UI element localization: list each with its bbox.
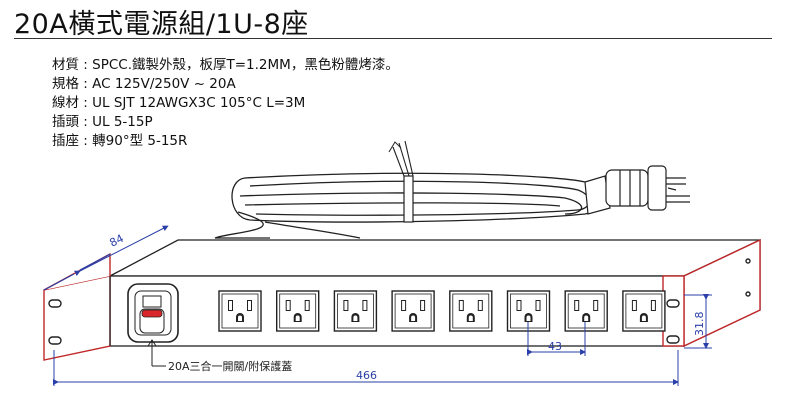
outlet-icon (391, 290, 435, 332)
spec-label: 線材 (52, 95, 79, 111)
spec-value: 轉90°型 5-15R (92, 133, 188, 149)
dim-height-label: 31.8 (693, 312, 706, 337)
dim-height (684, 294, 712, 349)
spec-label: 插座 (52, 133, 79, 149)
outlet-row (218, 290, 666, 332)
spec-row-rating: 規格 : AC 125V/250V ~ 20A (52, 75, 399, 94)
outlet-icon (276, 290, 320, 332)
spec-value: SPCC.鐵製外殼，板厚T=1.2MM，黑色粉體烤漆。 (92, 57, 399, 73)
outlet-icon (622, 290, 666, 332)
switch-callout-label: 20A三合一開關/附保護蓋 (168, 359, 292, 373)
spec-value: UL SJT 12AWGX3C 105°C L=3M (92, 95, 306, 111)
outlet-icon (564, 290, 608, 332)
spec-list: 材質 : SPCC.鐵製外殼，板厚T=1.2MM，黑色粉體烤漆。 規格 : AC… (52, 56, 399, 151)
dim-depth (43, 225, 169, 291)
rack-bracket-left (43, 252, 111, 361)
title-rule (14, 38, 772, 39)
spec-sep: : (79, 133, 93, 149)
page-title: 20A橫式電源組/1U-8座 (14, 9, 309, 40)
outlet-icon (218, 290, 262, 332)
outlet-icon (333, 290, 378, 332)
spec-row-cable: 線材 : UL SJT 12AWGX3C 105°C L=3M (52, 94, 399, 113)
cable-tie (388, 140, 414, 223)
spec-sep: : (79, 76, 93, 92)
spec-row-socket: 插座 : 轉90°型 5-15R (52, 132, 399, 151)
plug-icon (584, 165, 690, 215)
spec-sep: : (79, 114, 93, 130)
dim-width (53, 350, 679, 386)
dim-depth-label: 84 (107, 232, 125, 250)
spec-row-material: 材質 : SPCC.鐵製外殼，板厚T=1.2MM，黑色粉體烤漆。 (52, 56, 399, 75)
dim-width-label: 466 (356, 369, 377, 382)
switch-callout (147, 339, 166, 367)
switch-with-cover (127, 283, 179, 343)
spec-sep: : (79, 95, 93, 111)
spec-label: 材質 (52, 57, 79, 73)
spec-label: 規格 (52, 76, 79, 92)
dim-pitch (527, 322, 586, 356)
dim-pitch-label: 43 (548, 340, 562, 353)
spec-label: 插頭 (52, 114, 79, 130)
spec-value: AC 125V/250V ~ 20A (92, 76, 236, 92)
outlet-icon (449, 290, 493, 332)
spec-row-plug: 插頭 : UL 5-15P (52, 113, 399, 132)
spec-value: UL 5-15P (92, 114, 153, 130)
spec-sep: : (79, 57, 93, 73)
